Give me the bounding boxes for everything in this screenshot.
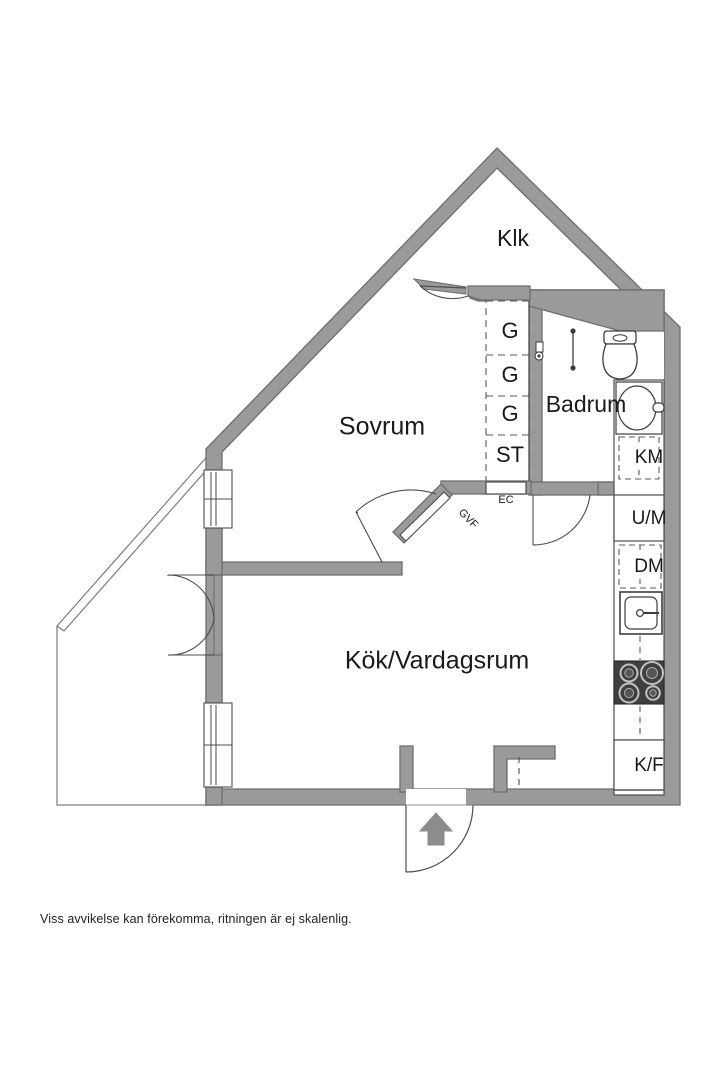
kf-unit [613,739,665,791]
storage-label-g2: G [501,362,518,387]
storage-labels: G G G ST [496,318,524,467]
km-unit [618,436,660,480]
hall-closet [493,745,556,793]
cooktop-fixture [613,660,665,705]
dm-unit [618,544,662,589]
room-label-klk: Klk [497,225,529,251]
window-upper [203,469,233,529]
storage-label-st: ST [496,442,524,467]
gvf-element [392,483,453,544]
um-unit [613,494,665,542]
room-label-kok: Kök/Vardagsrum [345,647,529,675]
door-entrance [405,789,474,873]
door-balcony [167,574,215,656]
room-label-sovrum: Sovrum [339,413,425,441]
floor-drain-fixture [534,341,544,361]
door-badrum [532,494,591,546]
room-label-badrum: Badrum [546,391,627,417]
disclaimer-note: Viss avvikelse kan förekomma, ritningen … [40,912,352,926]
entry-partition [399,745,414,793]
storage-label-g1: G [501,318,518,343]
room-labels: Klk Sovrum Badrum Kök/Vardagsrum [339,225,626,675]
entrance-direction-arrow [418,812,454,846]
window-lower [203,702,233,788]
toilet-fixture [602,330,638,380]
door-sovrum [355,489,437,563]
appliance-label-um: U/M [632,508,667,529]
annotation-label-gvf: GVF [456,507,481,532]
kitchen-sink-fixture [619,591,663,635]
storage-label-g3: G [501,401,518,426]
door-klk [412,278,469,300]
annotation-labels: EC GVF [456,494,514,531]
appliance-label-km: KM [635,447,664,468]
annotation-label-ec: EC [498,494,513,506]
kitchen-labels: KM U/M DM K/F [632,447,667,776]
appliance-label-dm: DM [634,556,664,577]
washbasin-fixture [615,381,665,435]
kitchen-column [613,379,665,796]
ec-box [485,481,527,495]
shower-mixer-fixture [570,328,576,371]
interior-partition-walls [205,526,403,806]
balcony-outline [56,450,219,806]
appliance-label-kf: K/F [634,755,664,776]
